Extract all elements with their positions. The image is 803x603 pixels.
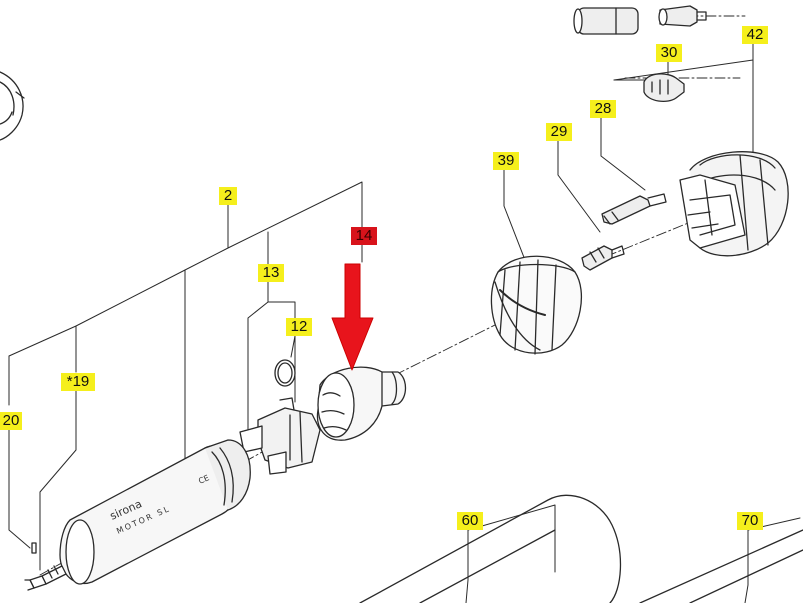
callout-42: 42	[742, 26, 768, 44]
callout-13: 13	[258, 264, 284, 282]
callout-14: 14	[351, 227, 377, 245]
red-indicator-arrow	[331, 263, 374, 371]
part-19-pin	[31, 542, 37, 554]
part-60-cylinder	[359, 494, 622, 603]
part-2-motor-body	[24, 439, 251, 591]
part-70-cylinder	[639, 529, 803, 603]
partial-housing-top-left	[0, 71, 25, 141]
callout-30: 30	[656, 44, 682, 62]
part-12-o-ring	[274, 359, 296, 387]
part-14-housing	[316, 366, 407, 441]
part-42-bearing-cap	[679, 151, 789, 257]
callout-70: 70	[737, 512, 763, 530]
callout-2: 2	[219, 187, 237, 205]
callout-20: 20	[0, 412, 22, 430]
callout-28: 28	[590, 100, 616, 118]
motor-ce-mark: CE	[197, 473, 210, 486]
part-28-screw	[601, 193, 667, 225]
callout-29: 29	[546, 123, 572, 141]
leader-lines	[8, 43, 801, 603]
part-39-ring-nut	[490, 255, 582, 355]
part-29-screw	[581, 245, 625, 271]
callout-39: 39	[493, 152, 519, 170]
part-13-coupling	[239, 397, 321, 475]
callout-19: *19	[61, 373, 95, 391]
top-pins	[573, 5, 707, 103]
callout-60: 60	[457, 512, 483, 530]
callout-12: 12	[286, 318, 312, 336]
